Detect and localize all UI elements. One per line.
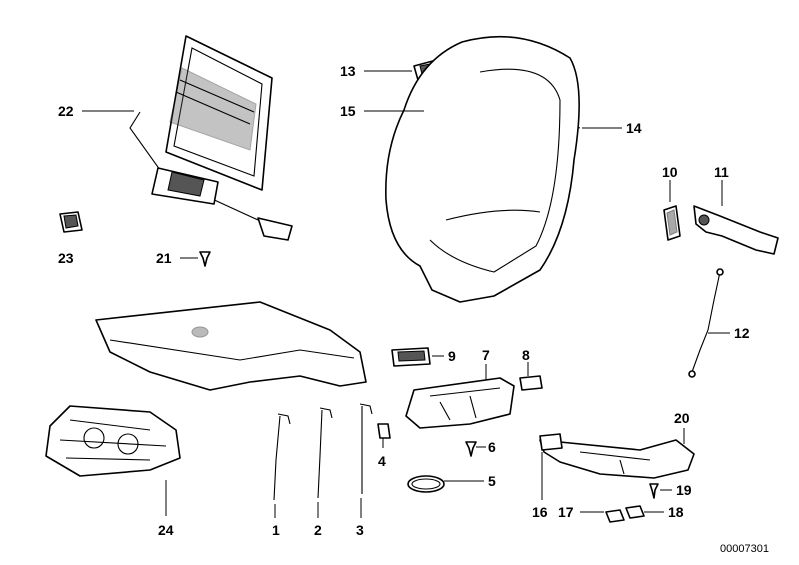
part-20-side-trim [539,439,695,479]
part-11-lever [693,205,779,255]
label-8: 8 [522,347,530,363]
label-6: 6 [488,439,496,455]
label-17: 17 [558,504,574,520]
part-4-clip [377,423,391,439]
seat-cushion-base [95,301,367,391]
label-7: 7 [482,347,490,363]
part-23-clip [59,211,83,233]
part-24-spring-mat [45,405,181,477]
label-3: 3 [356,522,364,538]
label-23: 23 [58,250,74,266]
part-10-cover [663,205,681,241]
part-7-trim-panel [405,377,515,429]
part-9-switch [391,347,431,367]
label-21: 21 [156,250,172,266]
leader-lines [82,70,730,518]
label-24: 24 [158,522,174,538]
backrest-shell [385,35,580,303]
label-14: 14 [626,120,642,136]
part-19-screw [649,483,659,499]
diagram-code: 00007301 [720,543,769,555]
part-5-ring [407,475,445,493]
label-11: 11 [714,164,729,180]
part-12-cable [688,268,724,378]
label-20: 20 [674,410,690,426]
label-9: 9 [448,348,456,364]
part-18-knob [625,505,645,519]
label-5: 5 [488,473,496,489]
label-4: 4 [378,453,386,469]
label-15: 15 [340,103,356,119]
part-8-plate [519,375,543,391]
label-16: 16 [532,504,548,520]
label-13: 13 [340,63,356,79]
label-18: 18 [668,504,684,520]
part-2-rod [317,407,333,499]
label-2: 2 [314,522,322,538]
part-6-screw [465,441,477,457]
label-10: 10 [662,164,678,180]
label-1: 1 [272,522,280,538]
part-1-rod [273,413,291,501]
part-21-screw [199,251,211,267]
label-19: 19 [676,482,692,498]
part-22-backrest-frame [129,35,293,241]
part-17-knob [605,509,625,523]
part-16-bracket [539,433,563,451]
label-12: 12 [734,325,750,341]
label-22: 22 [58,103,74,119]
part-3-rod [359,403,373,494]
